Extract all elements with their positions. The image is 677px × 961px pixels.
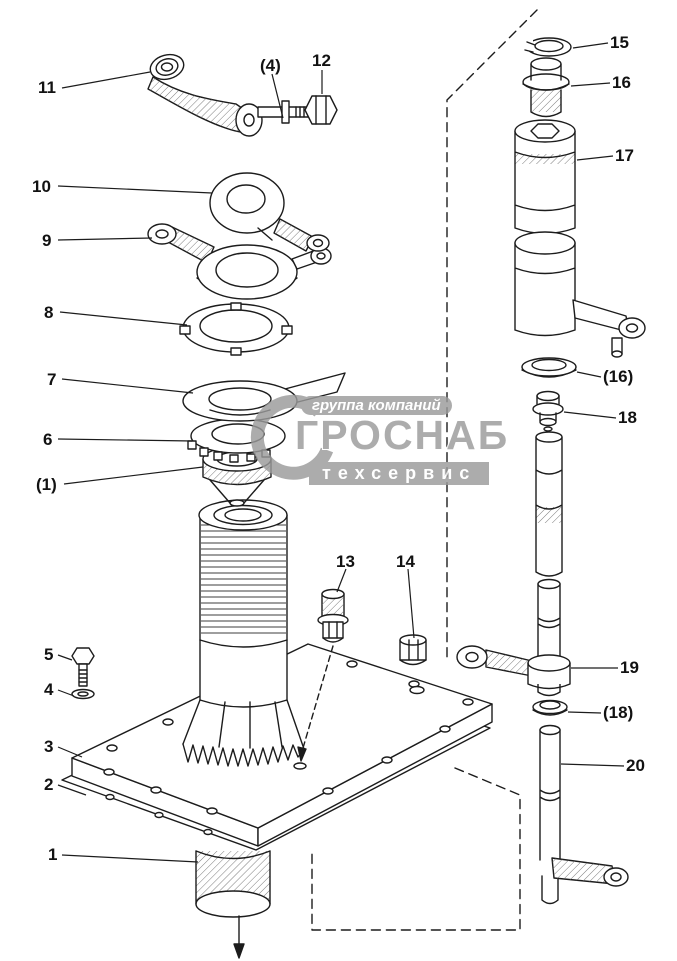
part-12-bolt <box>257 95 338 125</box>
part-18-valve-spool <box>532 390 564 432</box>
part-label-17: 17 <box>615 146 634 165</box>
part-label-6: 6 <box>43 430 53 449</box>
part-10-clamp-bracket <box>209 172 330 252</box>
leader-lines <box>57 42 625 863</box>
part-rod-upper <box>535 431 563 577</box>
part-label-13: 13 <box>336 552 355 571</box>
watermark-line3: техсервис <box>309 462 490 485</box>
watermark-line2: ГРОСНАБ <box>295 412 510 458</box>
part-5-bolt <box>71 647 95 687</box>
part-label-2: 2 <box>44 775 54 794</box>
part-4-washer <box>71 688 95 700</box>
part-label-7: 7 <box>47 370 57 389</box>
axis-arrow-icon <box>233 915 245 959</box>
part-8-adjusting-nut <box>179 302 293 356</box>
part-label-15: 15 <box>610 33 629 52</box>
part-label-3: 3 <box>44 737 54 756</box>
part-11-pitman-lever <box>147 53 263 137</box>
part-label-5: 5 <box>44 645 54 664</box>
part-label-12: 12 <box>312 51 331 70</box>
part-label-16p: (16) <box>603 367 634 386</box>
part-label-18p: (18) <box>603 703 634 722</box>
part-label-16: 16 <box>612 73 631 92</box>
part-label-8: 8 <box>44 303 54 322</box>
part-label-11: 11 <box>38 78 56 97</box>
part-label-14: 14 <box>396 552 415 571</box>
part-20-shaft <box>539 724 629 905</box>
part-label-9: 9 <box>42 231 52 250</box>
part-16-cap <box>522 57 570 118</box>
part-17-cylinder <box>514 119 576 235</box>
part-14-plug <box>399 634 427 666</box>
part-label-18: 18 <box>618 408 637 427</box>
part-label-1p: (1) <box>36 475 57 494</box>
watermark: группа компаний ГРОСНАБ техсервис <box>243 388 523 498</box>
watermark-line1: группа компаний <box>301 396 452 415</box>
part-label-19: 19 <box>620 658 639 677</box>
part-9-lever <box>147 223 332 300</box>
part-label-10: 10 <box>32 177 51 196</box>
part-label-4p: (4) <box>260 56 281 75</box>
part-13-breather-plug <box>317 588 349 643</box>
part-1-lower-boss <box>195 850 271 918</box>
part-label-4: 4 <box>44 680 54 699</box>
leader-13-dashed <box>297 645 334 762</box>
part-18b-ring <box>532 699 568 716</box>
part-19-lever <box>456 645 571 690</box>
part-16b-ring <box>521 357 577 378</box>
part-main-worm-column <box>182 499 305 767</box>
part-15-snap-ring <box>522 37 572 57</box>
part-label-20: 20 <box>626 756 645 775</box>
part-label-1: 1 <box>48 845 58 864</box>
part-housing-arm <box>514 231 646 358</box>
